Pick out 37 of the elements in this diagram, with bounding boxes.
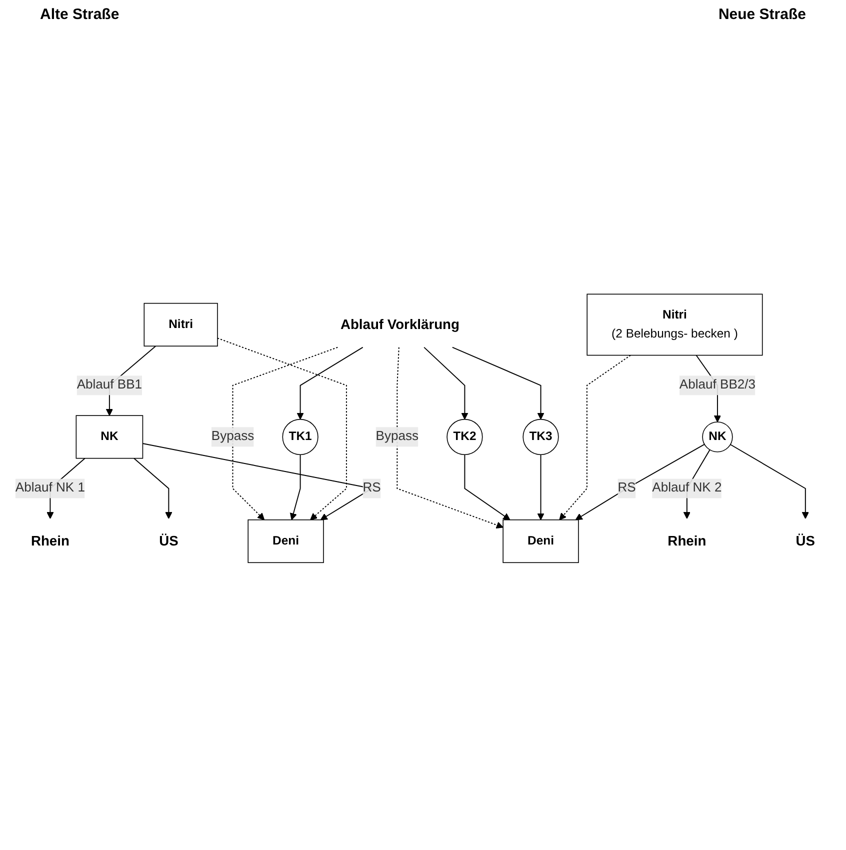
road-label: Alte Straße — [40, 6, 120, 23]
node-text: Rhein — [668, 533, 706, 549]
edge-label: Ablauf NK 2 — [652, 481, 722, 495]
node-circle: TK2 — [446, 418, 483, 455]
node-text: Ablauf Vorklärung — [340, 316, 460, 332]
arrow — [296, 346, 364, 420]
arrow — [575, 444, 705, 520]
arrow — [537, 454, 544, 520]
arrow — [559, 354, 632, 520]
node-box: Deni — [502, 519, 579, 564]
edge-label: Bypass — [376, 430, 419, 444]
arrow — [730, 444, 809, 519]
node-box: NK — [76, 415, 144, 459]
edge-label: RS — [362, 481, 381, 495]
edge-label: Bypass — [211, 430, 254, 444]
arrow — [232, 346, 338, 520]
node-box: Nitri — [144, 302, 218, 346]
node-box: Deni — [248, 519, 324, 564]
node-text: Rhein — [30, 533, 70, 549]
node-circle: NK — [702, 422, 733, 452]
edge-label: RS — [618, 481, 636, 495]
arrow — [134, 458, 172, 519]
node-circle: TK3 — [522, 418, 559, 455]
arrow — [424, 346, 468, 420]
node-text: ÜS — [159, 533, 178, 549]
arrow — [290, 454, 301, 520]
arrow — [452, 346, 544, 420]
arrow — [217, 338, 347, 520]
node-box: Nitri (2 Belebungs- becken ) — [586, 294, 763, 356]
edge-label: Ablauf BB2/3 — [679, 378, 756, 392]
edge-label: Ablauf BB1 — [76, 378, 142, 392]
road-label: Neue Straße — [718, 6, 806, 23]
node-text: ÜS — [796, 533, 816, 549]
arrow — [464, 454, 510, 520]
node-circle: TK1 — [282, 418, 318, 455]
edge-label: Ablauf NK 1 — [15, 481, 85, 495]
arrow — [396, 346, 504, 529]
